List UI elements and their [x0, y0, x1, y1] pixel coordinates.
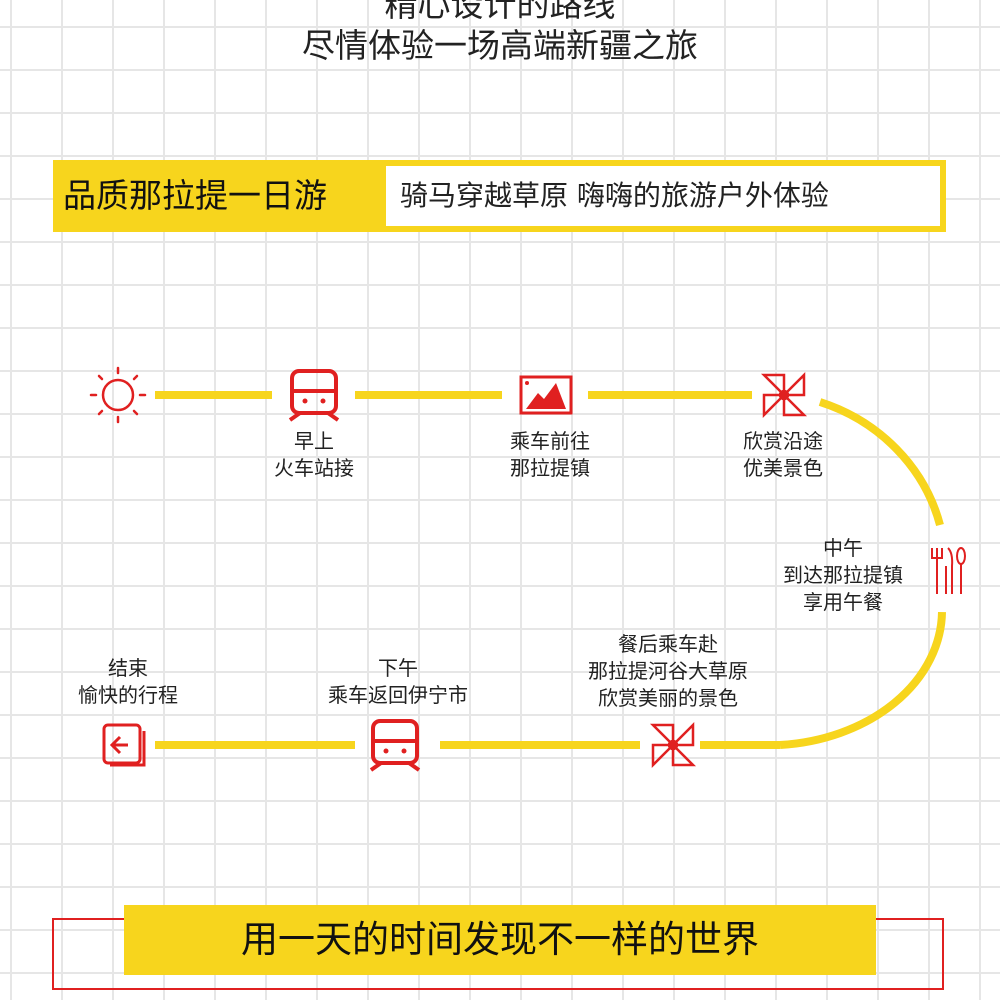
step-label-grassland: 餐后乘车赴 那拉提河谷大草原 欣赏美丽的景色 — [558, 631, 778, 712]
step-text: 乘车前往 — [510, 429, 590, 453]
step-text: 享用午餐 — [803, 590, 883, 614]
step-label-afternoon: 下午 乘车返回伊宁市 — [288, 655, 508, 709]
pinwheel-icon — [760, 371, 808, 419]
train-icon — [369, 719, 421, 772]
train-icon — [288, 369, 340, 422]
pinwheel-icon — [649, 721, 697, 769]
picture-icon — [519, 375, 573, 415]
step-text: 愉快的行程 — [78, 683, 178, 707]
title-line-1: 精心设计的路线 — [384, 0, 616, 24]
header-name: 品质那拉提一日游 — [63, 176, 327, 215]
title-line-2: 尽情体验一场高端新疆之旅 — [302, 26, 698, 65]
step-text: 早上 — [294, 429, 334, 453]
step-text: 结束 — [108, 656, 148, 680]
step-text: 那拉提镇 — [510, 456, 590, 480]
step-text: 下午 — [378, 656, 418, 680]
step-text: 欣赏美丽的景色 — [598, 686, 738, 710]
step-label-morning: 早上 火车站接 — [204, 428, 424, 482]
step-text: 欣赏沿途 — [743, 429, 823, 453]
step-text: 中午 — [823, 536, 863, 560]
footer-banner: 用一天的时间发现不一样的世界 — [124, 905, 876, 975]
step-text: 火车站接 — [274, 456, 354, 480]
sun-icon — [89, 366, 147, 424]
step-text: 乘车返回伊宁市 — [328, 683, 468, 707]
step-text: 优美景色 — [743, 456, 823, 480]
step-text: 到达那拉提镇 — [783, 563, 903, 587]
step-label-noon: 中午 到达那拉提镇 享用午餐 — [733, 535, 953, 616]
step-label-scenery: 欣赏沿途 优美景色 — [673, 428, 893, 482]
header-banner: 品质那拉提一日游 骑马穿越草原 嗨嗨的旅游户外体验 — [53, 160, 946, 232]
back-document-icon — [102, 723, 146, 767]
step-text: 那拉提河谷大草原 — [588, 659, 748, 683]
step-label-to-town: 乘车前往 那拉提镇 — [440, 428, 660, 482]
step-label-end: 结束 愉快的行程 — [18, 655, 238, 709]
route-path — [155, 391, 946, 749]
cutlery-icon — [931, 547, 966, 594]
header-slogan: 骑马穿越草原 嗨嗨的旅游户外体验 — [386, 166, 940, 226]
step-text: 餐后乘车赴 — [618, 632, 718, 656]
